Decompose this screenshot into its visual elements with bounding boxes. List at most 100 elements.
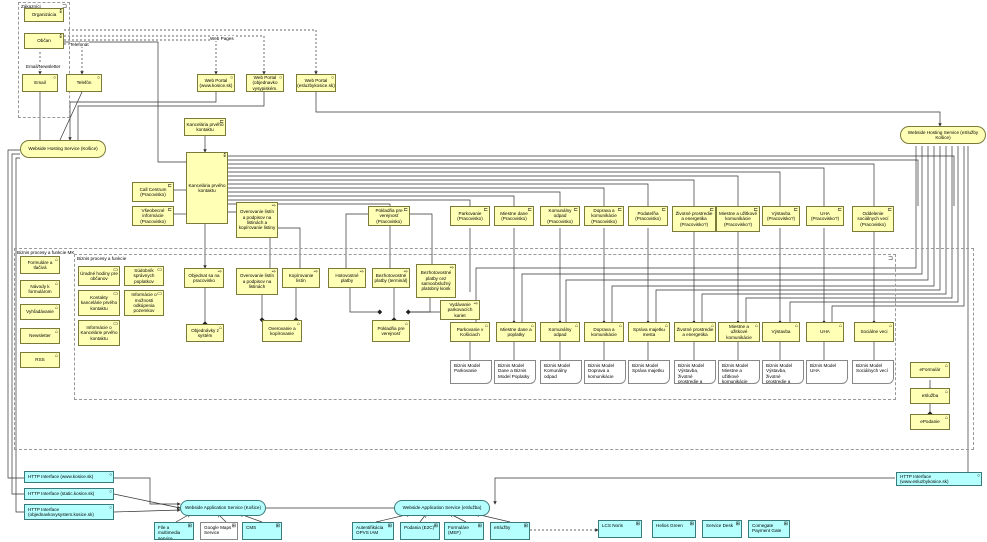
eform-eformular[interactable]: eFormulár⌂	[910, 362, 950, 378]
process-bezhotovostne[interactable]: Bezhotovostné platby (terminál)⇨	[372, 268, 410, 288]
process-objednat[interactable]: Objednat sa na pracovisko⇨	[184, 268, 224, 288]
channel-email[interactable]: Email○	[22, 74, 58, 92]
role-workplace-label: Životné prostredie a energetika (Pracovi…	[675, 210, 713, 227]
service-website-app-kosice[interactable]: Webside Application Service (Košice)	[180, 500, 266, 516]
role-workplace[interactable]: Výstavba (Pracovisko?)⊏	[762, 206, 800, 226]
component-podania[interactable]: Podania (E2C)⊞	[400, 522, 440, 540]
target-pokladna[interactable]: Pokladňa pre verejnosť⌂	[372, 320, 410, 342]
function-left-item[interactable]: Formuláre a tlačivá⌂	[20, 256, 60, 274]
function-left-item[interactable]: Návody k formulárom⌂	[20, 280, 60, 298]
role-contact-office-label: Kancelária prvého kontaktu	[186, 121, 224, 132]
role-call-center[interactable]: Call Centrum (Pracovisko)⊏	[132, 182, 174, 202]
role-workplace[interactable]: Komunálny odpad (Pracovisko)⊏	[540, 206, 580, 226]
actor-organization[interactable]: Organizácia⁑	[24, 8, 64, 22]
role-workplace[interactable]: Podateľňa (Pracovisko)⊏	[628, 206, 668, 226]
target-overovanie[interactable]: Overovanie a kopírovanie⌂	[262, 320, 302, 342]
info-item[interactable]: Informácie o možnosti odkúpenia pozemkov…	[124, 290, 164, 316]
process-icon: ⇨	[449, 265, 454, 271]
interface-http-static[interactable]: HTTP Interface (static.kosice.sk)○	[24, 488, 114, 500]
role-workplace[interactable]: Oddelenie sociálnych vecí (Pracovisko)⊏	[852, 206, 894, 232]
role-workplace[interactable]: Životné prostredie a energetika (Pracovi…	[672, 206, 716, 232]
service-website-hosting-kosice[interactable]: Webside Hosting Service (Košice)	[20, 140, 106, 158]
eform-esluzba[interactable]: eSlužba⌂	[910, 388, 950, 404]
role-workplace[interactable]: Parkovanie (Pracovisko)⊏	[450, 206, 490, 226]
interface-http-vysypisko[interactable]: HTTP Interface (objednavkovysystem.kosic…	[24, 504, 114, 520]
process-vydavanie[interactable]: Vydávanie parkovacích kariet⇨	[440, 300, 480, 320]
function-left-item[interactable]: RSS⌂	[20, 352, 60, 368]
info-item[interactable]: Informácie o Kancelárie prvého kontaktu▭	[78, 320, 120, 346]
role-icon: ⊏	[887, 207, 892, 213]
role-workplace-label: Komunálny odpad (Pracovisko)	[547, 207, 573, 224]
service-website-app-esluzby[interactable]: Webside Application Service (eSlužba)	[394, 500, 490, 516]
actor-citizen[interactable]: Občan⁑	[24, 33, 64, 49]
domain-function[interactable]: UHA⌂	[806, 322, 844, 342]
role-workplace[interactable]: Doprava a komunikácie (Pracovisko)⊏	[584, 206, 624, 226]
component-esluzby[interactable]: eSlužby⊞	[490, 522, 530, 540]
component-google-maps[interactable]: Google Maps Service⊞	[200, 522, 238, 540]
domain-function-label: Doprava a komunikácie	[591, 326, 617, 337]
service-website-hosting-esluzby-label: Webside Hosting Service (eSlužby Košice)	[907, 129, 979, 140]
channel-portal-esluzby[interactable]: Web Portal (esluzbykosice.sk)○	[296, 74, 336, 92]
business-model[interactable]: Biznis Model Doprava a komunikácie	[584, 360, 626, 384]
domain-function[interactable]: Parkovanie v Košiciach⌂	[450, 322, 490, 342]
domain-function[interactable]: Výstavba⌂	[762, 322, 800, 342]
info-item[interactable]: Úradné hodiny pre občanov▭	[78, 266, 120, 286]
business-model[interactable]: Biznis Model Komunálny odpad	[540, 360, 582, 384]
process-bezhotovostne-kiosk[interactable]: Bezhotovostné platby cez samoobslužný pl…	[416, 264, 456, 298]
component-autentifikacia[interactable]: Autentifikácia OPVS IAM⊞	[352, 522, 394, 540]
component-helios[interactable]: Helios Green⊞	[652, 520, 696, 538]
domain-function[interactable]: Miestne dane a poplatky⌂	[496, 322, 536, 342]
domain-function[interactable]: Miestne a užitkové komunikácie⌂	[718, 322, 760, 342]
process-overenie-listin[interactable]: Overovanie listín a podpisov na listinác…	[236, 202, 278, 238]
component-formulare[interactable]: Formuláre (MEF)⊞	[444, 522, 484, 540]
function-left-item[interactable]: Newsletter⌂	[20, 328, 60, 344]
info-item[interactable]: Kontakty kancelárie prvého kontaktu▭	[78, 290, 120, 316]
role-general-info-label: Všeobecné informácie (Pracovisko)	[140, 207, 166, 224]
actor-contact-office[interactable]: Kancelária prvého kontaktu⁑	[186, 152, 228, 224]
process-hotovostne[interactable]: Hotovostné platby⇨	[328, 268, 366, 288]
process-kopirovanie[interactable]: Kopírovanie listín⇨	[282, 268, 320, 288]
interface-icon: ○	[976, 473, 980, 479]
component-service-desk[interactable]: Service Desk⊞	[702, 520, 742, 538]
role-contact-office[interactable]: Kancelária prvého kontaktu⊏	[184, 118, 226, 136]
domain-function[interactable]: Doprava a komunikácie⌂	[584, 322, 624, 342]
role-workplace[interactable]: Miestne a užitkové komunikácie (Pracovis…	[716, 206, 760, 232]
process-overovanie[interactable]: Overovanie listín a podpisov na listinác…	[236, 268, 278, 295]
function-icon: ⌂	[710, 323, 714, 329]
business-model[interactable]: Biznis Model Výstavba, životné prostredi…	[762, 360, 804, 384]
domain-function[interactable]: Komunálny odpad⌂	[540, 322, 580, 342]
business-model[interactable]: Biznis Model Výstavba, životné prostredi…	[674, 360, 716, 384]
domain-function[interactable]: Sociálne veci⌂	[854, 322, 894, 342]
business-model[interactable]: Biznis Model UHA	[806, 360, 848, 384]
function-left-item[interactable]: Vyhľadávanie⌂	[20, 304, 60, 320]
function-icon: ⌂	[54, 329, 58, 335]
role-general-info[interactable]: Všeobecné informácie (Pracovisko)⊏	[132, 206, 174, 226]
channel-phone[interactable]: Telefón○	[66, 74, 102, 92]
business-model[interactable]: Biznis Model Dane a Biznis Model Poplatk…	[494, 360, 536, 384]
target-objednavky[interactable]: Objednávky z systém⌂	[186, 324, 224, 342]
domain-function[interactable]: Životné prostredie a energetika⌂	[674, 322, 716, 342]
eform-epodanie[interactable]: ePodanie⌂	[910, 414, 950, 430]
interface-http-esluzby[interactable]: HTTP Interface (www.esluzbykosice.sk)○	[896, 472, 982, 486]
channel-portal-kosice[interactable]: Web Portal (www.kosice.sk)○	[197, 74, 235, 92]
business-model[interactable]: Biznis Model Sociálnych vecí	[852, 360, 894, 384]
info-item[interactable]: Súdobník správnych poplatkov▭	[124, 266, 164, 286]
business-model[interactable]: Biznis Model Miestne a užitkové komuniká…	[718, 360, 760, 384]
service-website-hosting-esluzby[interactable]: Webside Hosting Service (eSlužby Košice)	[900, 126, 986, 144]
component-comgate[interactable]: Comegate Payment Gate⊞	[748, 520, 790, 538]
function-icon: ⌂	[944, 363, 948, 369]
business-model[interactable]: Biznis Model Správa majetku	[628, 360, 670, 384]
domain-function[interactable]: Správa majetku mesta⌂	[628, 322, 670, 342]
channel-portal-vysypisko[interactable]: Web Portal (objednavko vysypiském.○	[246, 74, 284, 92]
eform-epodanie-label: ePodanie	[920, 419, 940, 425]
function-left-item-label: RSS	[35, 357, 45, 363]
role-icon: ⊏	[167, 183, 172, 189]
component-cms[interactable]: CMS⊞	[242, 522, 282, 540]
role-workplace[interactable]: UHA (Pracovisko?)⊏	[806, 206, 844, 226]
role-workplace[interactable]: Miestne dane (Pracovisko)⊏	[494, 206, 534, 226]
business-model[interactable]: Biznis Model Parkovanie	[450, 360, 492, 384]
role-workplace[interactable]: Pokladňa pre verejnosť (Pracovisko)⊏	[368, 206, 410, 226]
component-lcs-noris[interactable]: LCS Noris⊞	[598, 520, 642, 538]
interface-http-kosice[interactable]: HTTP Interface (www.kosice.sk)○	[24, 471, 114, 483]
component-file-multimedia[interactable]: File a multimedia service⊞	[154, 522, 194, 540]
